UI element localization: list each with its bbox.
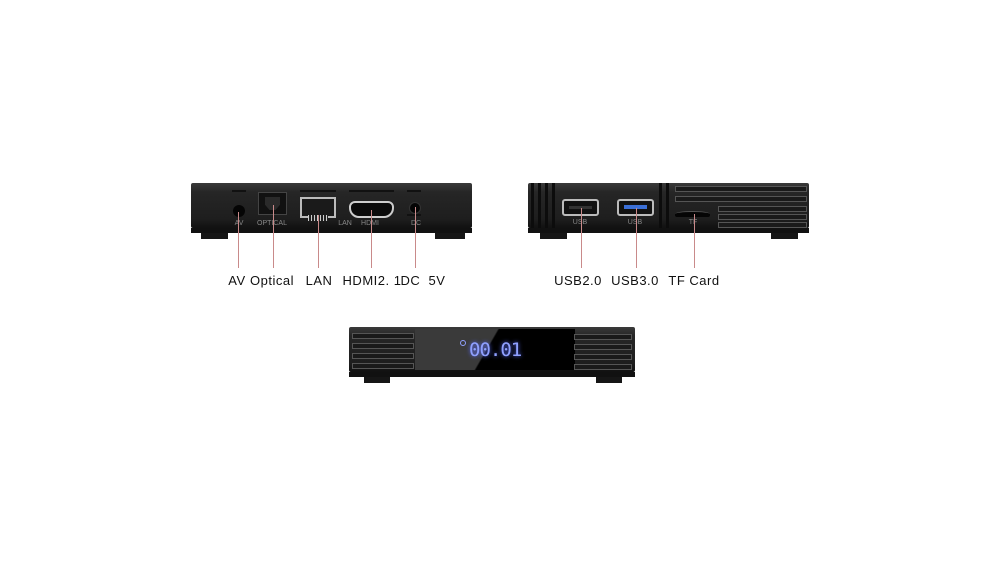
usb2-label: USB bbox=[572, 219, 588, 226]
optical-port-label: OPTICAL bbox=[257, 220, 287, 227]
callout-tf-card: TF Card bbox=[668, 273, 720, 288]
usb2-port bbox=[562, 199, 599, 216]
led-display: 00.01 bbox=[469, 339, 522, 361]
tf-label: TF bbox=[688, 219, 698, 226]
hdmi-port-label: HDMI bbox=[361, 220, 379, 227]
power-indicator-icon bbox=[460, 340, 466, 346]
av-port-label: AV bbox=[234, 220, 244, 227]
callout-usb2: USB2.0 bbox=[554, 273, 602, 288]
callout-optical: Optical bbox=[250, 273, 294, 288]
callout-lan: LAN bbox=[305, 273, 333, 288]
callout-usb3: USB3.0 bbox=[611, 273, 659, 288]
optical-port bbox=[258, 192, 287, 215]
av-port bbox=[233, 205, 245, 217]
tf-card-slot bbox=[675, 211, 710, 217]
dc-port-label: DC bbox=[410, 220, 422, 227]
callout-av: AV bbox=[228, 273, 246, 288]
callout-hdmi: HDMI2. 1 bbox=[342, 273, 402, 288]
lan-port-label: LAN bbox=[338, 220, 352, 227]
usb3-port bbox=[617, 199, 654, 216]
callout-dc: DC 5V bbox=[400, 273, 446, 288]
usb3-label: USB bbox=[627, 219, 643, 226]
